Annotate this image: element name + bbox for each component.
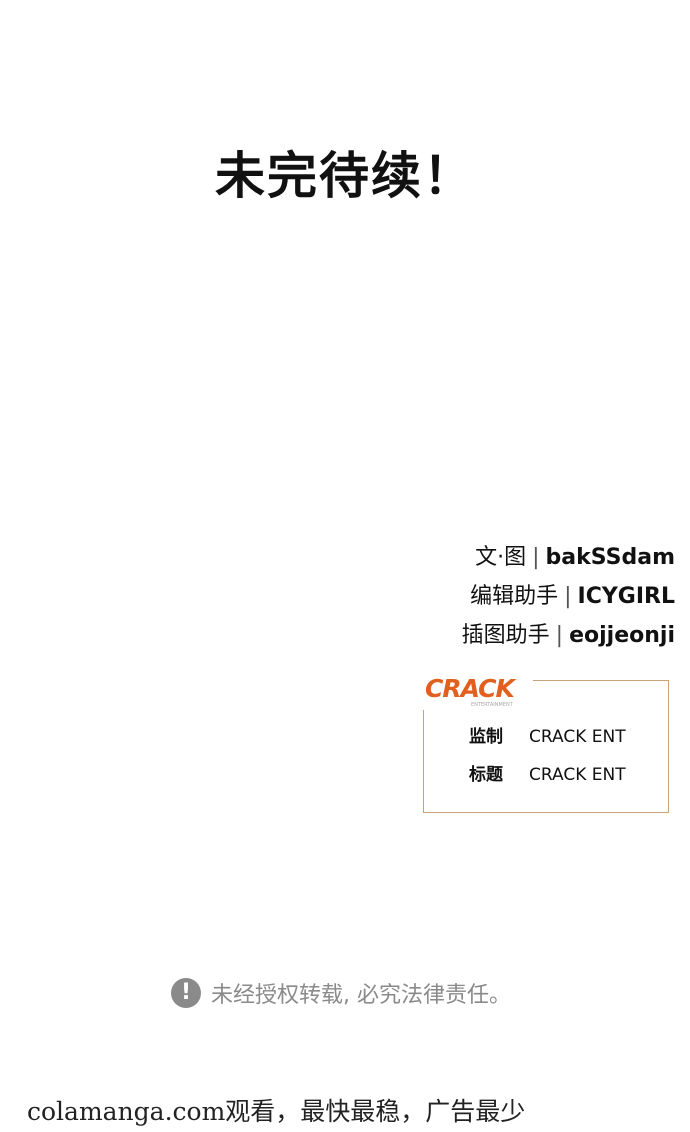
row-key: 标题 <box>469 765 503 785</box>
credit-name: ICYGIRL <box>577 584 675 609</box>
credit-role: 编辑助手 <box>470 584 559 609</box>
publisher-row: 监制 CRACK ENT <box>469 722 626 747</box>
separator: | <box>564 584 572 609</box>
logo-subtext: ENTERTAINMENT <box>471 702 513 708</box>
warning-text: 未经授权转载, 必究法律责任。 <box>211 983 511 1008</box>
credit-line: 编辑助手|ICYGIRL <box>462 577 675 616</box>
logo-text: CRACK <box>425 674 515 703</box>
site-footer: colamanga.com观看，最快最稳，广告最少 <box>27 1097 526 1126</box>
page-title: 未完待续！ <box>215 147 475 205</box>
credit-line: 插图助手|eojjeonji <box>462 616 675 655</box>
credits: 文·图|bakSSdam 编辑助手|ICYGIRL 插图助手|eojjeonji <box>462 538 675 655</box>
row-value: CRACK ENT <box>529 765 626 785</box>
credit-role: 插图助手 <box>461 623 550 648</box>
credit-name: bakSSdam <box>545 545 675 570</box>
credit-name: eojjeonji <box>569 623 675 648</box>
credit-line: 文·图|bakSSdam <box>462 538 675 577</box>
row-key: 监制 <box>469 727 503 747</box>
publisher-row: 标题 CRACK ENT <box>469 760 626 785</box>
exclamation-icon: ! <box>171 978 201 1008</box>
crack-logo: CRACK ENTERTAINMENT <box>421 674 533 710</box>
row-value: CRACK ENT <box>529 727 626 747</box>
credit-role: 文·图 <box>475 545 527 570</box>
publisher-box <box>423 680 669 813</box>
separator: | <box>532 545 540 570</box>
separator: | <box>555 623 564 648</box>
copyright-warning: ! 未经授权转载, 必究法律责任。 <box>171 977 511 1009</box>
